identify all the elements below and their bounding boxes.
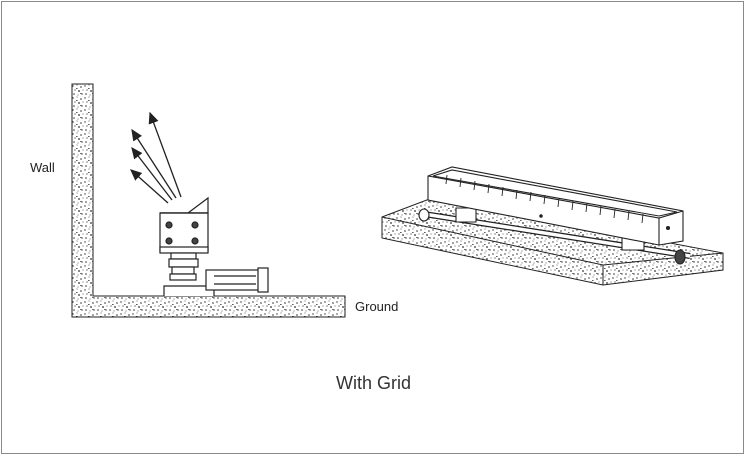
beam-arrow xyxy=(148,111,182,198)
wall-ground-corner xyxy=(71,83,346,318)
fixture-side-view xyxy=(159,196,269,296)
figure-caption: With Grid xyxy=(335,373,411,393)
beam-arrow xyxy=(131,146,173,201)
beam-arrow xyxy=(131,128,177,199)
beam-arrow xyxy=(130,169,169,204)
linear-fixture-with-grid xyxy=(418,166,691,265)
light-beam-arrows xyxy=(130,111,182,204)
wall-label: Wall xyxy=(30,160,55,175)
ground-label: Ground xyxy=(355,299,399,314)
